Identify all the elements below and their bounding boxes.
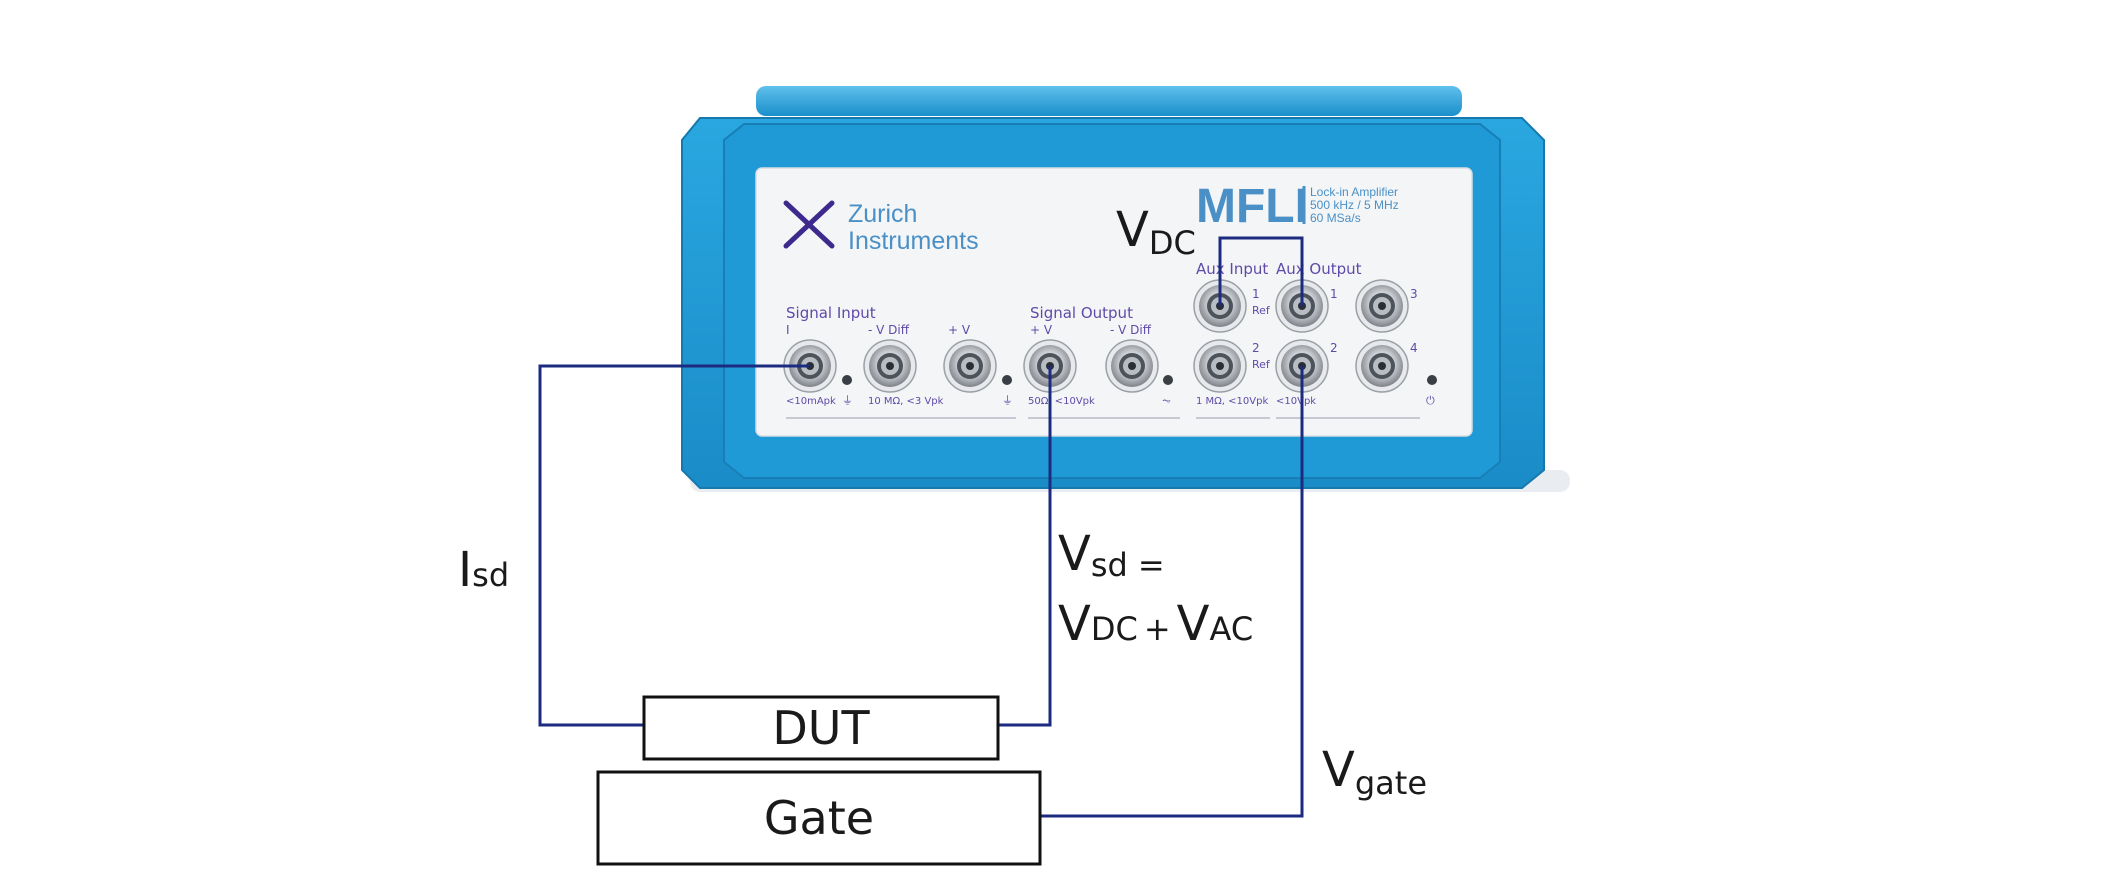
zi-cross-icon <box>783 200 835 249</box>
dut-label: DUT <box>772 701 870 755</box>
aux-input-spec: 1 MΩ, <10Vpk <box>1196 396 1268 407</box>
aux-output-section: Aux Output 1 2 3 4 ⏻ <10Vpk <box>1275 260 1437 419</box>
signal-output-led <box>1163 375 1173 385</box>
signal-input-ch-i: I <box>786 323 790 337</box>
aux-input-title: Aux Input <box>1196 260 1268 278</box>
aux-output-title: Aux Output <box>1276 260 1362 278</box>
power-icon[interactable]: ⏻ <box>1426 394 1435 407</box>
gate-block: Gate <box>596 770 1042 866</box>
wire-signal-output-to-dut <box>998 366 1052 727</box>
signal-input-ch-vdiff: - V Diff <box>868 323 910 337</box>
aux-input-section: Aux Input 1 Ref 2 Ref 1 MΩ, <10Vpk <box>1193 260 1271 419</box>
aux-input-2-connector[interactable] <box>1193 339 1247 393</box>
signal-input-led-2 <box>1002 375 1012 385</box>
wires <box>538 236 1304 818</box>
vdc-vac-label: VDC+VAC <box>1058 596 1253 652</box>
brand-line-1: Zurich <box>848 200 917 228</box>
signal-input-title: Signal Input <box>786 304 876 322</box>
signal-input-ch-v: + V <box>948 323 971 337</box>
vdc2-main: V <box>1058 596 1091 652</box>
signal-input-led <box>842 375 852 385</box>
isd-main: I <box>458 542 472 598</box>
signal-input-v-connector[interactable] <box>943 339 997 393</box>
model-name: MFLI <box>1196 180 1308 233</box>
aux-input-n2: 2 <box>1252 341 1260 355</box>
signal-output-spec: 50Ω, <10Vpk <box>1028 396 1095 407</box>
model-sub-2: 500 kHz / 5 MHz <box>1310 198 1399 212</box>
aux-output-led <box>1427 375 1437 385</box>
vsd-main: V <box>1058 526 1091 582</box>
aux-output-4-connector[interactable] <box>1355 339 1409 393</box>
aux-output-n1: 1 <box>1330 287 1338 301</box>
dut-box <box>642 695 1000 761</box>
model-sub-1: Lock-in Amplifier <box>1310 185 1398 199</box>
vdc-label: VDC <box>1116 202 1196 262</box>
instrument-top <box>756 86 1462 116</box>
aux-input-ref2: Ref <box>1252 358 1271 371</box>
gate-label: Gate <box>764 791 874 845</box>
model-sub-3: 60 MSa/s <box>1310 211 1361 225</box>
wire-aux-input-to-aux-output <box>1218 236 1304 306</box>
aux-output-n4: 4 <box>1410 341 1418 355</box>
signal-input-section: Signal Input I - V Diff + V <10mApk 10 M… <box>783 304 1016 419</box>
vgate-sub: gate <box>1355 764 1427 802</box>
wire-aux-output-to-gate <box>1040 366 1304 818</box>
signal-input-vdiff-connector[interactable] <box>863 339 917 393</box>
aux-output-3-connector[interactable] <box>1355 279 1409 333</box>
vgate-label: Vgate <box>1322 742 1427 802</box>
aux-input-ref1: Ref <box>1252 304 1271 317</box>
aux-output-spec: <10Vpk <box>1276 396 1316 407</box>
vdc2-sub: DC <box>1091 610 1138 648</box>
vsd-sub: sd <box>1091 546 1128 584</box>
plus-sign: + <box>1144 610 1171 648</box>
vac-main: V <box>1177 596 1210 652</box>
signal-output-ch-v: + V <box>1030 323 1053 337</box>
vgate-main: V <box>1322 742 1355 798</box>
wire-signal-input-to-dut <box>538 364 810 727</box>
zurich-instruments-logo: Zurich Instruments <box>783 200 979 255</box>
ground-icon-2: ⏚ <box>1002 394 1013 407</box>
signal-output-title: Signal Output <box>1030 304 1133 322</box>
aux-input-n1: 1 <box>1252 287 1260 301</box>
dut-block: DUT <box>642 695 1000 761</box>
aux-output-n3: 3 <box>1410 287 1418 301</box>
vsd-eq: = <box>1138 546 1165 584</box>
isd-label: Isd <box>458 542 509 598</box>
signal-input-spec-v: 10 MΩ, <3 Vpk <box>868 396 944 407</box>
brand-line-2: Instruments <box>848 227 979 255</box>
isd-sub: sd <box>472 556 509 594</box>
signal-output-ch-vdiff: - V Diff <box>1110 323 1152 337</box>
vdc-sub: DC <box>1149 224 1196 262</box>
signal-output-section: Signal Output + V - V Diff 50Ω, <10Vpk ⏦ <box>1023 304 1180 419</box>
vac-sub: AC <box>1209 610 1253 648</box>
gate-box <box>596 770 1042 866</box>
vdc-main: V <box>1116 202 1149 258</box>
signal-output-vdiff-connector[interactable] <box>1105 339 1159 393</box>
aux-output-n2: 2 <box>1330 341 1338 355</box>
vsd-label: Vsd = <box>1058 526 1165 584</box>
mfli-instrument: Zurich Instruments MFLI Lock-in Amplifie… <box>681 86 1570 492</box>
signal-output-icon: ⏦ <box>1162 394 1171 407</box>
ground-icon-1: ⏚ <box>842 394 853 407</box>
signal-input-spec-i: <10mApk <box>786 396 836 407</box>
